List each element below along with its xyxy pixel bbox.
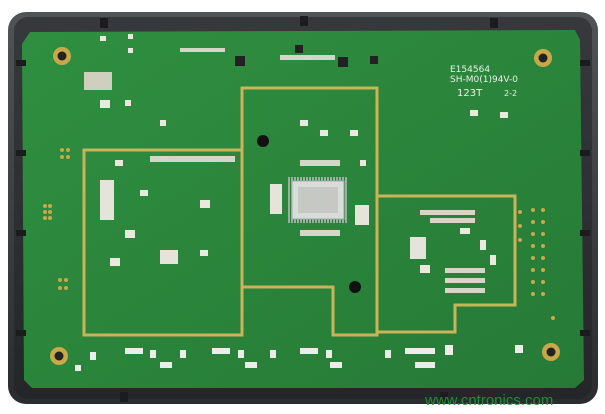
- cert-line-1: E154564: [450, 65, 490, 75]
- smd-components: [100, 34, 508, 273]
- pad-arrays: [84, 48, 485, 293]
- shield-traces: [82, 86, 517, 337]
- main-soc-chip: [288, 177, 348, 223]
- bottom-component-row: [75, 345, 523, 371]
- edge-clips: [16, 16, 590, 402]
- watermark-text: www.cntronics.com: [424, 392, 553, 409]
- silkscreen-markings: E154564 SH-M0(1)94V-0 123T 2-2: [450, 65, 518, 99]
- via-grid: [43, 148, 555, 320]
- cert-line-2: SH-M0(1)94V-0: [450, 75, 518, 85]
- revision: 2-2: [504, 89, 517, 98]
- date-code: 123T: [457, 88, 483, 99]
- mounting-holes: [50, 47, 560, 365]
